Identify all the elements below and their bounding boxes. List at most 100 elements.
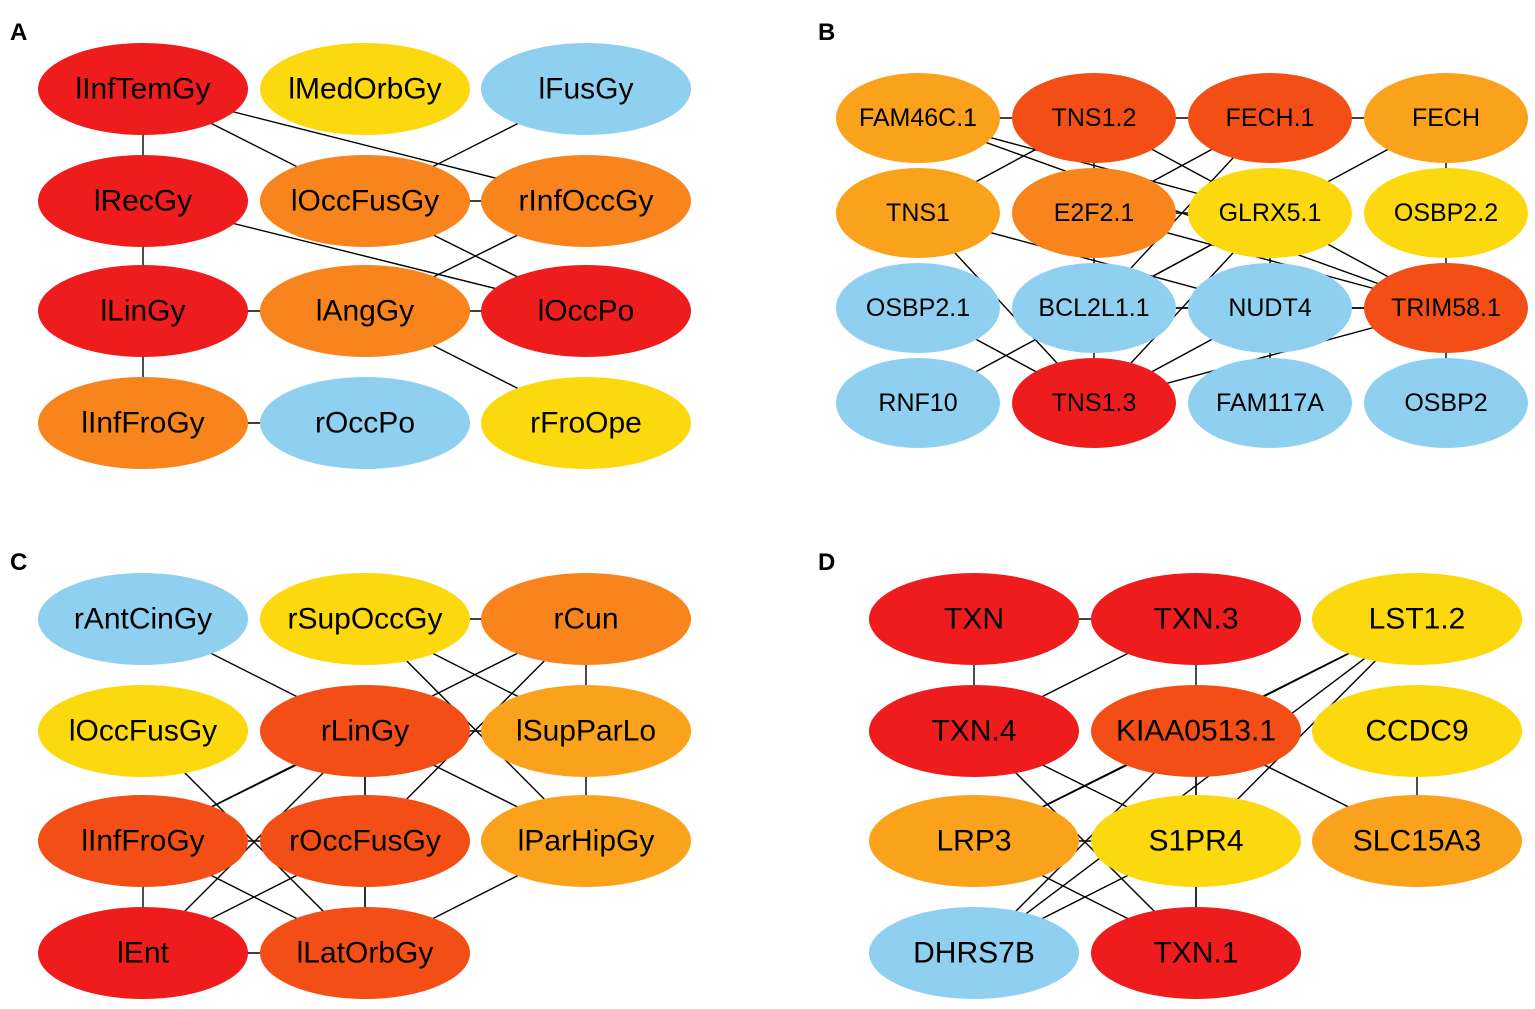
node-label: SLC15A3 [1353,825,1481,858]
node-ellipse [1188,263,1352,353]
network-node: KIAA0513.1 [1091,685,1301,777]
node-ellipse [38,907,248,999]
node-label: FECH [1412,104,1480,132]
node-ellipse [260,795,470,887]
node-ellipse [481,43,691,135]
node-ellipse [481,377,691,469]
node-label: LRP3 [936,825,1011,858]
node-ellipse [1012,73,1176,163]
node-label: lParHipGy [518,825,655,858]
node-label: BCL2L1.1 [1038,294,1149,322]
node-ellipse [1091,907,1301,999]
node-ellipse [38,795,248,887]
node-ellipse [481,795,691,887]
network-node: rFroOpe [481,377,691,469]
node-ellipse [38,265,248,357]
node-ellipse [869,685,1079,777]
node-ellipse [836,358,1000,448]
node-ellipse [1364,358,1528,448]
node-label: rOccFusGy [289,825,441,858]
node-label: RNF10 [878,389,957,417]
network-node: TXN.4 [869,685,1079,777]
network-node: rOccFusGy [260,795,470,887]
node-ellipse [1312,685,1522,777]
network-node: LST1.2 [1312,573,1522,665]
network-node: DHRS7B [869,907,1079,999]
node-ellipse [836,168,1000,258]
node-ellipse [38,155,248,247]
node-ellipse [869,907,1079,999]
node-label: TXN.1 [1153,937,1238,970]
edge-layer [142,618,587,954]
node-label: rOccPo [315,407,415,440]
network-node: TRIM58.1 [1364,263,1528,353]
node-label: S1PR4 [1148,825,1243,858]
node-ellipse [260,43,470,135]
node-ellipse [1188,73,1352,163]
network-node: TNS1.3 [1012,358,1176,448]
network-node: lEnt [38,907,248,999]
node-ellipse [869,573,1079,665]
node-label: TNS1 [886,199,950,227]
node-label: rAntCinGy [74,603,212,636]
node-label: lFusGy [538,73,633,106]
node-label: lEnt [117,937,169,970]
node-label: rCun [553,603,618,636]
node-ellipse [836,73,1000,163]
panel-label-a: A [10,19,27,46]
network-node: lMedOrbGy [260,43,470,135]
node-label: OSBP2 [1404,389,1487,417]
node-label: lMedOrbGy [288,73,441,106]
network-node: S1PR4 [1091,795,1301,887]
node-label: CCDC9 [1365,715,1468,748]
node-label: lOccFusGy [291,185,439,218]
node-ellipse [1364,168,1528,258]
node-ellipse [1091,573,1301,665]
network-node: lInfFroGy [38,795,248,887]
node-label: FAM117A [1216,389,1324,417]
edge-layer [142,88,587,424]
node-label: TRIM58.1 [1391,294,1501,322]
node-ellipse [481,265,691,357]
node-ellipse [1188,358,1352,448]
network-node: lFusGy [481,43,691,135]
network-node: lAngGy [260,265,470,357]
node-ellipse [836,263,1000,353]
node-ellipse [1091,795,1301,887]
network-node: CCDC9 [1312,685,1522,777]
node-label: LST1.2 [1369,603,1466,636]
node-ellipse [260,155,470,247]
network-node: rSupOccGy [260,573,470,665]
node-ellipse [38,573,248,665]
node-ellipse [260,377,470,469]
node-ellipse [38,377,248,469]
network-node: rLinGy [260,685,470,777]
node-label: FAM46C.1 [859,104,977,132]
network-node: FAM46C.1 [836,73,1000,163]
node-label: lRecGy [94,185,192,218]
network-node: lOccFusGy [260,155,470,247]
network-node: NUDT4 [1188,263,1352,353]
node-label: NUDT4 [1228,294,1311,322]
network-panel-a: lInfTemGy lMedOrbGy lFusGy lRecGy lOccFusGy r… [38,43,691,469]
network-node: lInfTemGy [38,43,248,135]
node-ellipse [1012,263,1176,353]
node-ellipse [1364,263,1528,353]
network-node: lLatOrbGy [260,907,470,999]
node-label: TNS1.3 [1052,389,1137,417]
node-layer: lInfTemGy lMedOrbGy lFusGy lRecGy lOccFusGy r… [38,43,691,469]
node-label: TXN.4 [931,715,1016,748]
node-label: lOccPo [538,295,635,328]
node-label: lLinGy [100,295,185,328]
node-ellipse [260,907,470,999]
node-ellipse [481,573,691,665]
network-node: rOccPo [260,377,470,469]
network-node: RNF10 [836,358,1000,448]
node-label: lInfFroGy [81,407,204,440]
panel-label-c: C [10,549,27,576]
network-node: lParHipGy [481,795,691,887]
node-label: FECH.1 [1226,104,1315,132]
